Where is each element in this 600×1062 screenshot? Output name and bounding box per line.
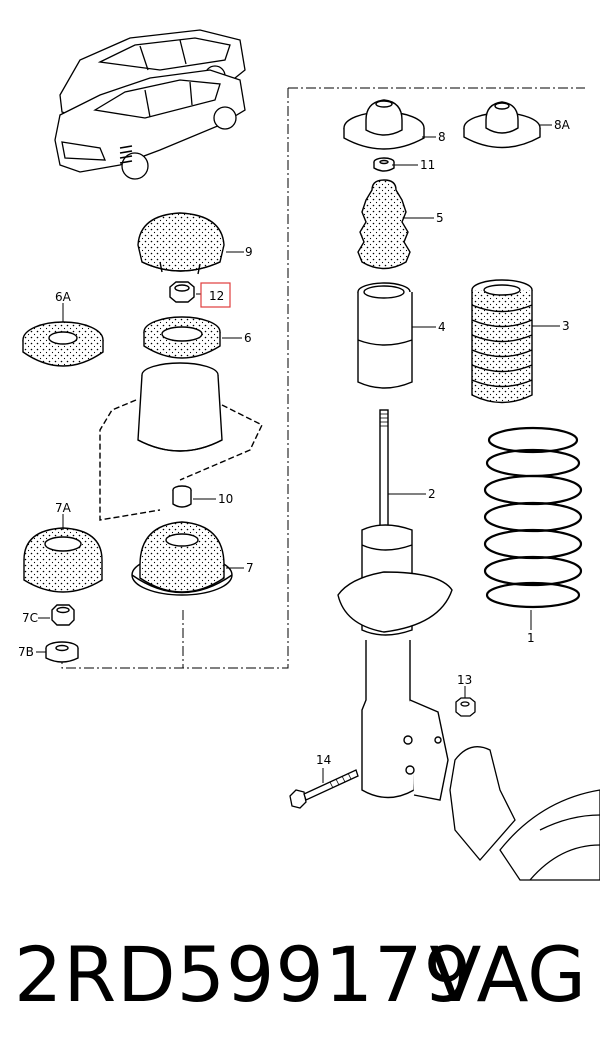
callout-8a: 8A bbox=[554, 118, 571, 132]
top-mount-8 bbox=[343, 99, 425, 150]
washer-11 bbox=[373, 157, 395, 172]
callout-7: 7 bbox=[246, 561, 254, 575]
callout-7a: 7A bbox=[55, 501, 72, 515]
brand-name: VAG bbox=[429, 930, 586, 1019]
coil-spring-1 bbox=[483, 426, 583, 609]
dust-cap-9 bbox=[137, 212, 225, 275]
callout-2: 2 bbox=[428, 487, 436, 501]
callout-3: 3 bbox=[562, 319, 570, 333]
washer-7b bbox=[45, 641, 79, 663]
callout-1: 1 bbox=[527, 631, 535, 645]
nut-13 bbox=[455, 697, 476, 717]
callout-9: 9 bbox=[245, 245, 253, 259]
protective-tube-4 bbox=[357, 282, 413, 389]
leader-lines bbox=[36, 124, 560, 783]
callout-12-highlight bbox=[200, 282, 231, 308]
vehicle-illustration bbox=[54, 29, 246, 180]
callout-4: 4 bbox=[438, 320, 446, 334]
strut-mount-7 bbox=[131, 521, 233, 596]
nut-7c bbox=[51, 604, 75, 626]
steering-knuckle bbox=[449, 746, 600, 881]
bump-stop-housing bbox=[99, 362, 263, 521]
callout-11: 11 bbox=[420, 158, 435, 172]
top-mount-8a bbox=[463, 101, 541, 149]
callout-6a: 6A bbox=[55, 290, 72, 304]
nut-12 bbox=[169, 281, 195, 303]
callout-12: 12 bbox=[209, 289, 224, 303]
callout-labels: 9 12 6A 6 10 7A 7 7C 7B 8 11 8A 5 4 3 2 … bbox=[18, 118, 571, 767]
callout-6: 6 bbox=[244, 331, 252, 345]
callout-13: 13 bbox=[457, 673, 472, 687]
strut-mount-7a bbox=[23, 527, 103, 593]
callout-14: 14 bbox=[316, 753, 331, 767]
strut-exploded-diagram: 9 12 6A 6 10 7A 7 7C 7B 8 11 8A 5 4 3 2 … bbox=[18, 29, 600, 881]
callout-7b: 7B bbox=[18, 645, 34, 659]
bolt-14 bbox=[289, 769, 359, 809]
protective-bellows-3 bbox=[471, 279, 533, 404]
callout-5: 5 bbox=[436, 211, 444, 225]
bump-stop-5 bbox=[357, 179, 411, 270]
bearing-plate-6 bbox=[143, 316, 221, 359]
shock-absorber-2 bbox=[337, 409, 453, 801]
callout-7c: 7C bbox=[22, 611, 38, 625]
part-number: 2RD599179 bbox=[14, 930, 473, 1019]
callout-8: 8 bbox=[438, 130, 446, 144]
callout-10: 10 bbox=[218, 492, 233, 506]
bushing-10 bbox=[172, 485, 192, 508]
strut-mount-6a bbox=[22, 321, 104, 367]
